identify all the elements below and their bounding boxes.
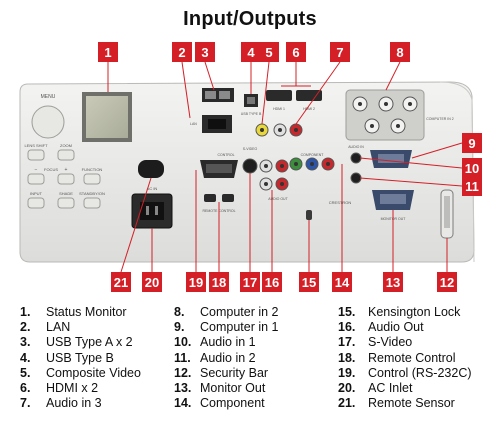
legend-item: 10.Audio in 1 bbox=[174, 335, 256, 350]
callout-9: 9 bbox=[462, 133, 482, 153]
callout-17: 17 bbox=[240, 272, 260, 292]
legend-item: 15.Kensington Lock bbox=[338, 305, 461, 319]
callout-1: 1 bbox=[98, 42, 118, 62]
function-button bbox=[83, 173, 101, 185]
legend-item: 11.Audio in 2 bbox=[174, 350, 256, 365]
callout-4: 4 bbox=[241, 42, 261, 62]
s-video-port bbox=[242, 158, 258, 174]
hdmi-1-label: HDMI 1 bbox=[273, 107, 285, 111]
legend-item: 7.Audio in 3 bbox=[20, 396, 102, 411]
zoom-button bbox=[57, 149, 75, 161]
callout-21: 21 bbox=[111, 272, 131, 292]
callout-6: 6 bbox=[286, 42, 306, 62]
callout-18: 18 bbox=[209, 272, 229, 292]
lan-label: LAN bbox=[190, 122, 197, 126]
remote-control-jack-1 bbox=[204, 194, 216, 202]
input-button bbox=[27, 197, 45, 209]
callout-13: 13 bbox=[383, 272, 403, 292]
focus-minus-button bbox=[27, 173, 45, 185]
legend-item: 13.Monitor Out bbox=[174, 381, 266, 396]
hdmi-1-port bbox=[266, 90, 292, 101]
callout-20: 20 bbox=[142, 272, 162, 292]
computer-in-label: COMPUTER IN 2 bbox=[426, 117, 453, 121]
callout-11: 11 bbox=[462, 176, 482, 196]
legend-item: 6.HDMI x 2 bbox=[20, 381, 99, 396]
callout-16: 16 bbox=[262, 272, 282, 292]
legend-item: 19.Control (RS-232C) bbox=[338, 365, 472, 380]
function-label: FUNCTION bbox=[82, 167, 103, 172]
legend-item: 18.Remote Control bbox=[338, 350, 456, 365]
callout-7: 7 bbox=[330, 42, 350, 62]
callout-5: 5 bbox=[259, 42, 279, 62]
callout-10: 10 bbox=[462, 158, 482, 178]
input-label: INPUT bbox=[30, 191, 43, 196]
audio-in-1-jack bbox=[350, 152, 362, 164]
projector-io-panel: MENU LENS SHIFT ZOOM − FOCUS + INPUT SHA… bbox=[19, 61, 475, 273]
lens-shift-button bbox=[27, 149, 45, 161]
legend-item: 16.Audio Out bbox=[338, 320, 424, 335]
s-video-label: S-VIDEO bbox=[243, 147, 258, 151]
legend-item: 14.Component bbox=[174, 396, 265, 411]
hdmi-2-port bbox=[296, 90, 322, 101]
menu-button bbox=[31, 105, 65, 139]
legend-item: 20.AC Inlet bbox=[338, 381, 413, 396]
legend-item: 9.Computer in 1 bbox=[174, 320, 279, 335]
zoom-label: ZOOM bbox=[60, 143, 72, 148]
callout-leader-lines bbox=[107, 61, 463, 273]
standby-label: STANDBY/ON bbox=[79, 191, 105, 196]
callout-3: 3 bbox=[195, 42, 215, 62]
control-label: CONTROL bbox=[217, 153, 234, 157]
audio-in-2-jack bbox=[350, 172, 362, 184]
audio-out-label: AUDIO OUT bbox=[268, 197, 288, 201]
shade-button bbox=[57, 197, 75, 209]
kensington-lock bbox=[306, 210, 312, 220]
shade-label: SHADE bbox=[59, 191, 73, 196]
status-monitor-screen bbox=[86, 96, 128, 138]
legend-item: 17.S-Video bbox=[338, 335, 413, 350]
menu-label: MENU bbox=[41, 94, 56, 100]
callout-12: 12 bbox=[437, 272, 457, 292]
focus-plus-button bbox=[57, 173, 75, 185]
remote-sensor bbox=[138, 160, 164, 178]
ac-in-label: AC IN bbox=[147, 186, 158, 191]
callout-14: 14 bbox=[332, 272, 352, 292]
callout-8: 8 bbox=[390, 42, 410, 62]
focus-minus-label: − bbox=[35, 167, 38, 173]
legend-item: 4.USB Type B bbox=[20, 350, 114, 365]
legend-item: 2.LAN bbox=[20, 320, 71, 335]
lens-shift-label: LENS SHIFT bbox=[24, 143, 48, 148]
callout-15: 15 bbox=[299, 272, 319, 292]
legend-item: 12.Security Bar bbox=[174, 365, 269, 380]
usb-b-label: USB TYPE B bbox=[241, 112, 262, 116]
legend-item: 3.USB Type A x 2 bbox=[20, 335, 133, 350]
page-title: Input/Outputs bbox=[183, 8, 317, 30]
legend-item: 1.Status Monitor bbox=[20, 305, 127, 319]
legend-item: 8.Computer in 2 bbox=[174, 305, 279, 319]
focus-plus-label: + bbox=[65, 167, 68, 173]
standby-button bbox=[83, 197, 101, 209]
component-label: COMPONENT bbox=[301, 153, 325, 157]
callout-2: 2 bbox=[172, 42, 192, 62]
legend-column-1: 1.Status Monitor 2.LAN 3.USB Type A x 2 … bbox=[20, 305, 141, 411]
legend-column-3: 15.Kensington Lock 16.Audio Out 17.S-Vid… bbox=[338, 305, 472, 411]
focus-label: FOCUS bbox=[44, 167, 58, 172]
control-button-cluster: MENU LENS SHIFT ZOOM − FOCUS + INPUT SHA… bbox=[24, 94, 105, 209]
legend-item: 21.Remote Sensor bbox=[338, 396, 455, 411]
legend-column-2: 8.Computer in 2 9.Computer in 1 10.Audio… bbox=[174, 305, 279, 411]
audio-in-label: AUDIO IN bbox=[348, 145, 364, 149]
crestron-label: CRESTRON bbox=[329, 200, 352, 205]
remote-control-jack-2 bbox=[222, 194, 234, 202]
callout-19: 19 bbox=[186, 272, 206, 292]
hdmi-2-label: HDMI 2 bbox=[303, 107, 315, 111]
legend-item: 5.Composite Video bbox=[20, 365, 141, 380]
